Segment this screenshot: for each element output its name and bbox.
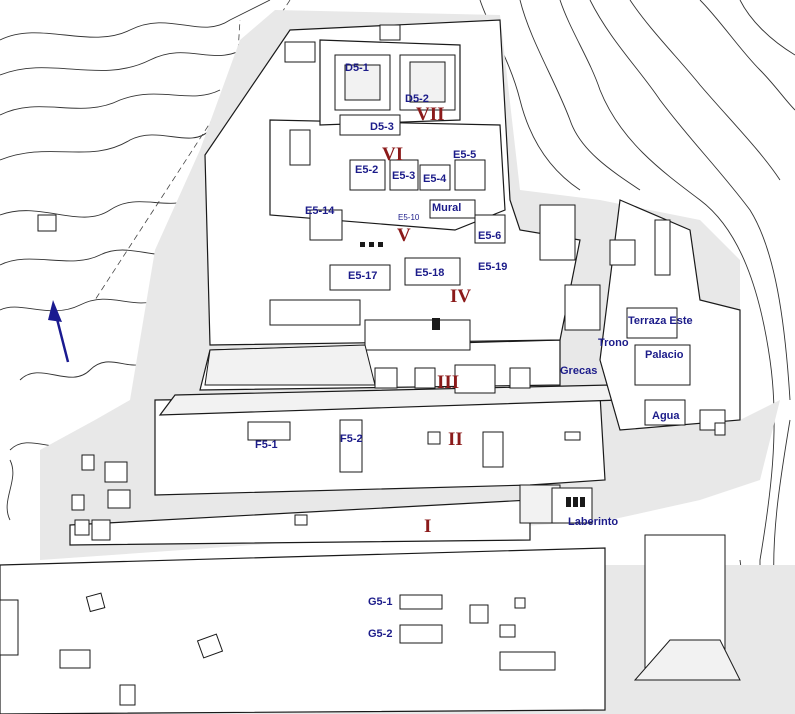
north-arrow-icon xyxy=(48,300,70,363)
level-vii: VII xyxy=(416,104,445,125)
label-e5-6: E5-6 xyxy=(478,230,502,242)
label-laberinto: Laberinto xyxy=(568,516,619,528)
label-e5-14: E5-14 xyxy=(305,205,335,217)
level-vi: VI xyxy=(382,144,404,165)
label-trono: Trono xyxy=(598,337,629,349)
label-e5-18: E5-18 xyxy=(415,267,445,279)
label-grecas: Grecas xyxy=(560,365,598,377)
label-terraza-este: Terraza Este xyxy=(628,315,693,327)
level-v: V xyxy=(397,225,411,246)
label-g5-1: G5-1 xyxy=(368,596,393,608)
monument-details xyxy=(360,242,585,507)
label-e5-3: E5-3 xyxy=(392,170,416,182)
level-i: I xyxy=(424,516,432,537)
level-ii: II xyxy=(448,429,463,450)
label-e5-5: E5-5 xyxy=(453,149,477,161)
label-f5-2: F5-2 xyxy=(340,433,363,445)
label-g5-2: G5-2 xyxy=(368,628,393,640)
level-iv: IV xyxy=(450,286,472,307)
level-iii: III xyxy=(437,372,460,393)
label-e5-17: E5-17 xyxy=(348,270,378,282)
label-d5-1: D5-1 xyxy=(345,62,369,74)
label-e5-4: E5-4 xyxy=(423,173,447,185)
label-e5-19: E5-19 xyxy=(478,261,508,273)
label-e5-2: E5-2 xyxy=(355,164,379,176)
structures xyxy=(0,24,741,706)
label-mural: Mural xyxy=(432,202,462,214)
label-f5-1: F5-1 xyxy=(255,439,278,451)
label-agua: Agua xyxy=(652,410,680,422)
label-d5-2: D5-2 xyxy=(405,93,429,105)
label-e5-10: E5-10 xyxy=(398,213,420,222)
label-d5-3: D5-3 xyxy=(370,121,394,133)
label-palacio: Palacio xyxy=(645,349,684,361)
